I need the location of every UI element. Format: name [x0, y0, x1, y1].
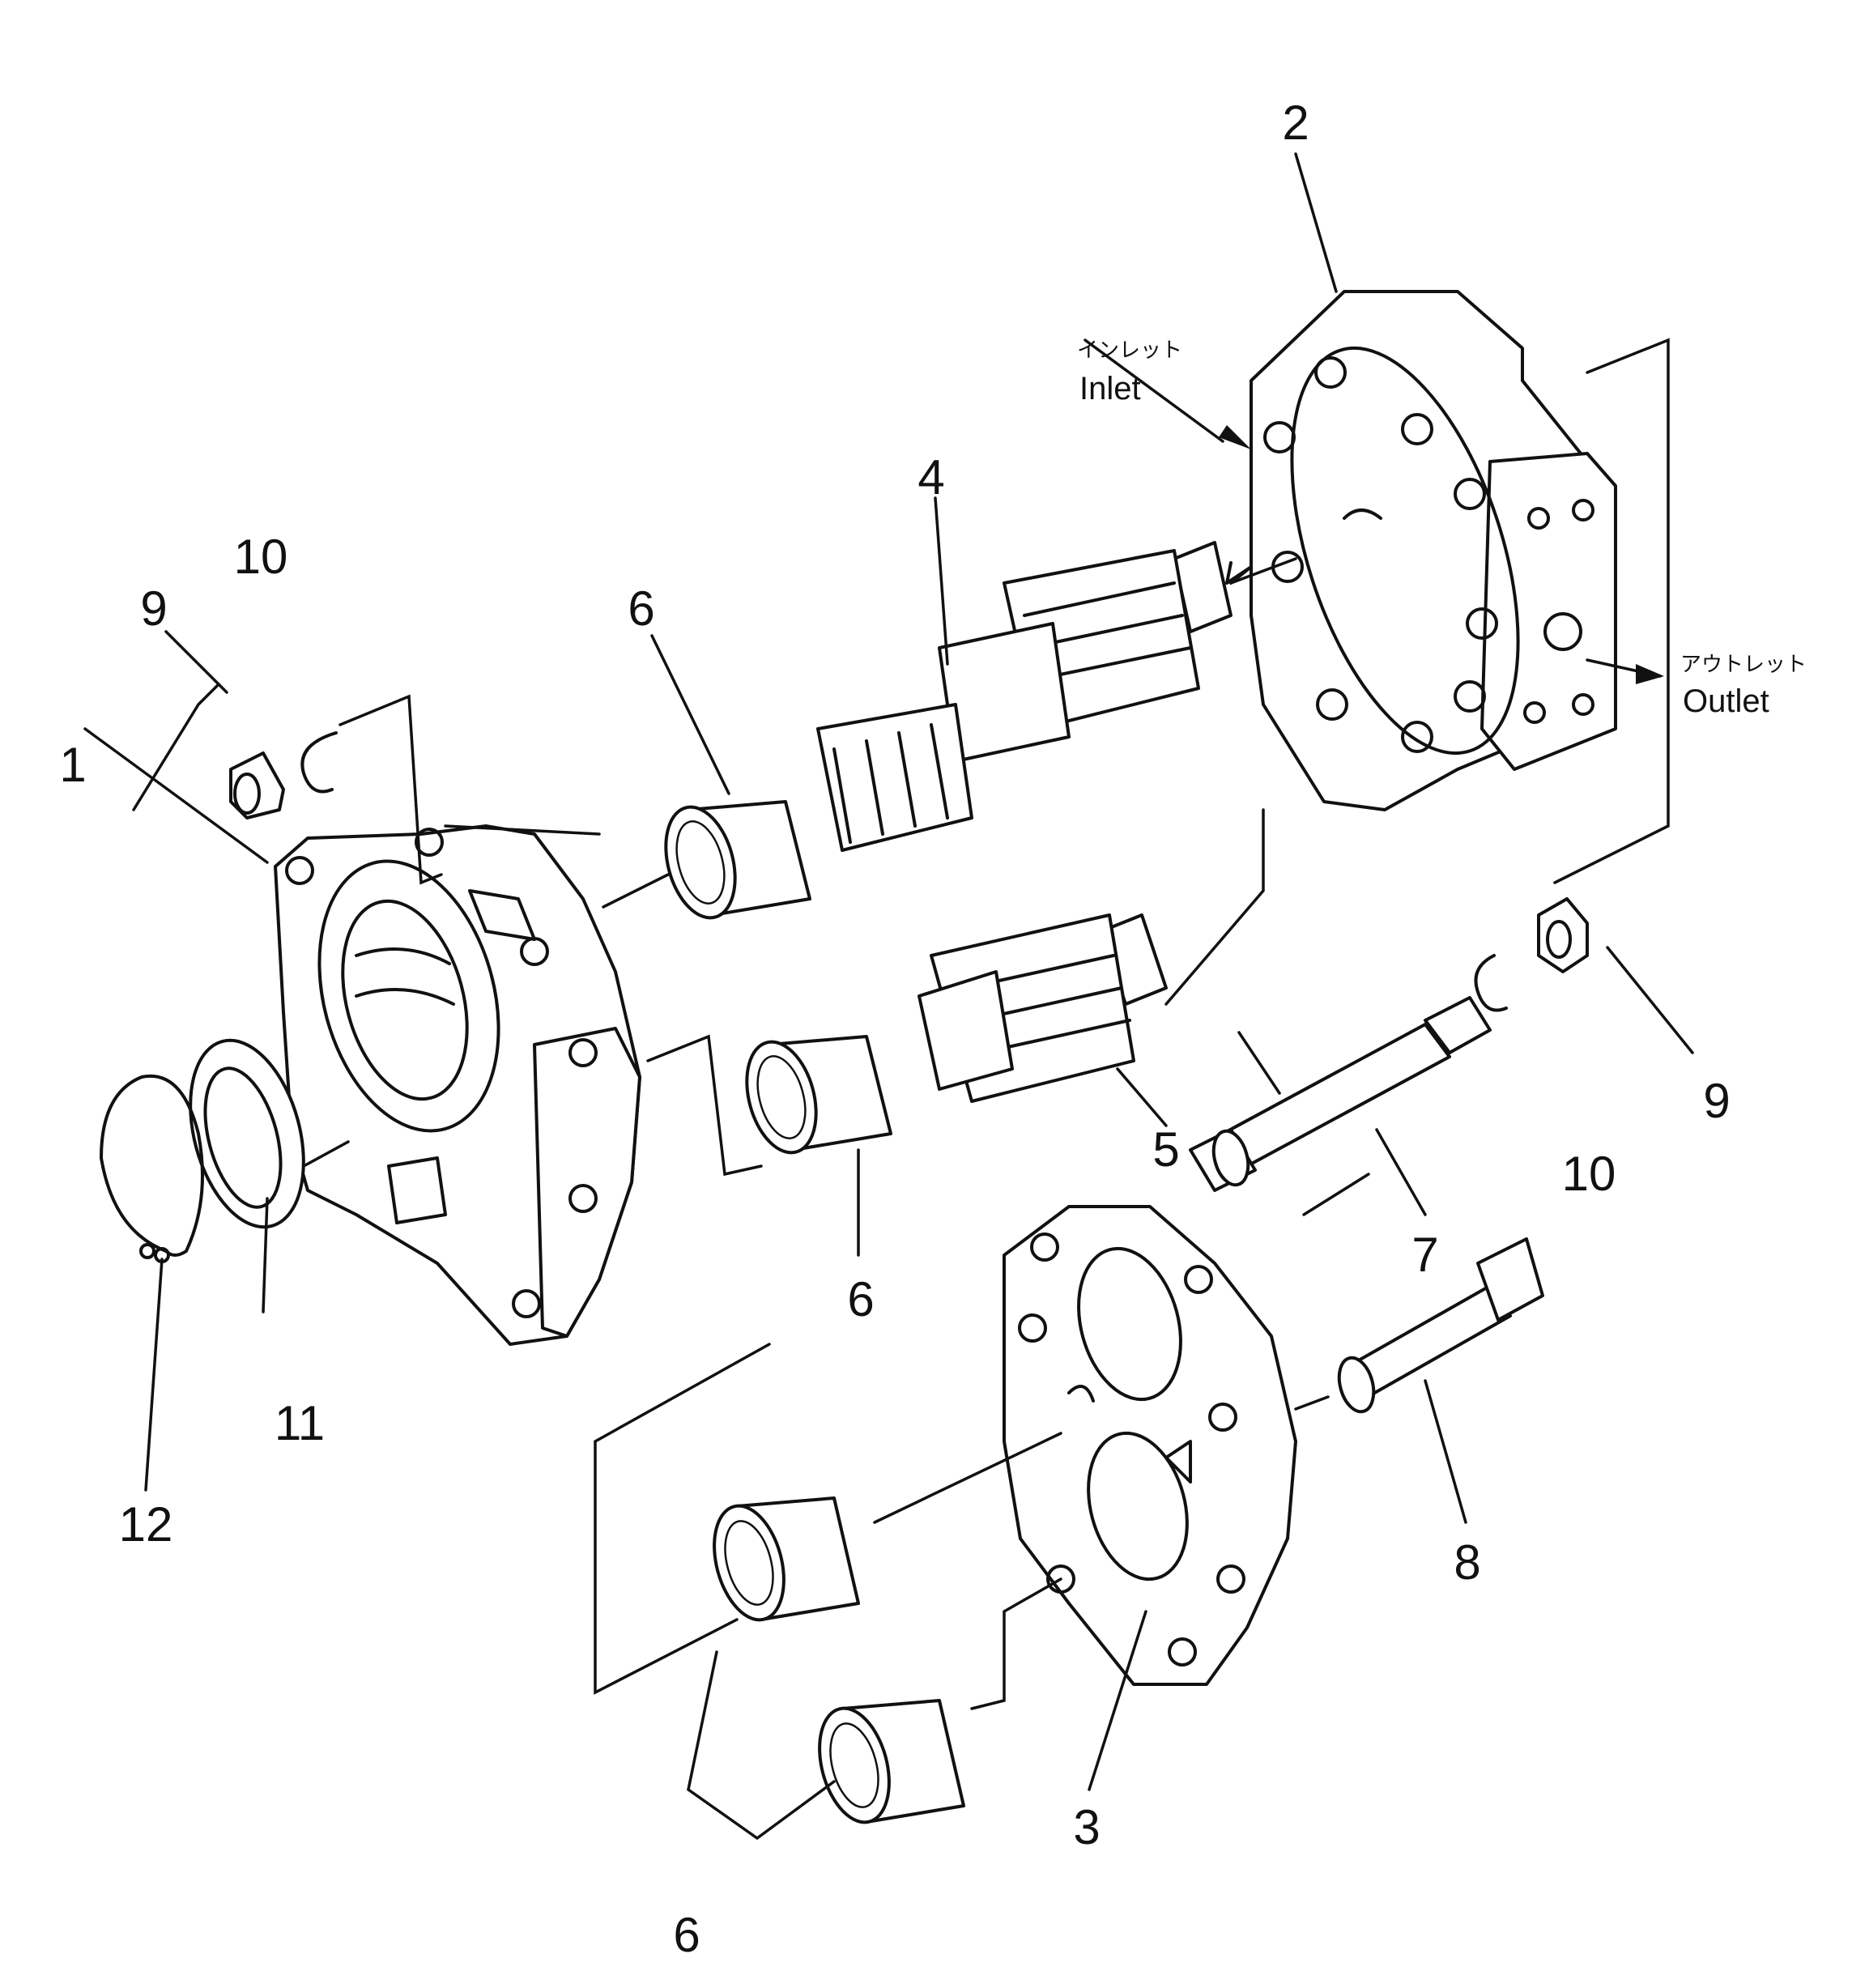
label-part-5: 5 — [1152, 1122, 1180, 1177]
label-part-7: 7 — [1411, 1228, 1439, 1282]
part-6-bearing-upper — [664, 800, 811, 920]
part-8-bolt — [1337, 1237, 1544, 1414]
label-part-6-upper: 6 — [628, 581, 655, 636]
inlet-arrowhead — [1219, 425, 1251, 449]
part-2-pump-body — [1250, 290, 1617, 811]
part-5-driven-gear — [917, 913, 1168, 1103]
label-part-6-middle: 6 — [847, 1272, 875, 1326]
label-part-4: 4 — [917, 450, 945, 504]
part-7-stud — [1189, 996, 1492, 1192]
outlet-label-japanese: アウトレット — [1680, 653, 1807, 677]
label-part-8: 8 — [1454, 1535, 1481, 1590]
part-10-washer-left — [300, 731, 338, 794]
inlet-label-japanese: インレット — [1077, 338, 1183, 363]
part-4-drive-gear-shaft — [816, 541, 1233, 852]
outlet-arrowhead — [1636, 664, 1664, 684]
label-part-2: 2 — [1282, 96, 1309, 150]
label-part-3: 3 — [1073, 1800, 1101, 1854]
label-part-9-right: 9 — [1703, 1074, 1731, 1128]
part-9-nut-right — [1537, 897, 1589, 973]
part-6-bearing-middle — [745, 1035, 892, 1155]
leader-lines — [83, 152, 1694, 1841]
label-part-11: 11 — [274, 1396, 326, 1450]
part-10-washer-right — [1474, 954, 1508, 1012]
outlet-label: Outlet — [1683, 683, 1769, 719]
label-part-9-left: 9 — [140, 581, 168, 636]
part-6-bearing-lower-b — [818, 1699, 965, 1824]
label-part-1: 1 — [59, 738, 87, 792]
part-6-bearing-lower-a — [713, 1496, 860, 1622]
part-11-oil-seal — [189, 1038, 305, 1229]
inlet-label: Inlet — [1079, 371, 1141, 407]
part-12-snap-ring — [100, 1074, 204, 1263]
part-1-front-cover — [274, 824, 641, 1346]
label-part-10-left: 10 — [233, 530, 288, 584]
part-9-nut-left — [229, 751, 285, 819]
part-3-rear-plate — [1003, 1205, 1297, 1686]
label-part-12: 12 — [118, 1497, 173, 1552]
label-part-6-lower: 6 — [673, 1908, 700, 1962]
label-part-10-right: 10 — [1561, 1147, 1616, 1201]
